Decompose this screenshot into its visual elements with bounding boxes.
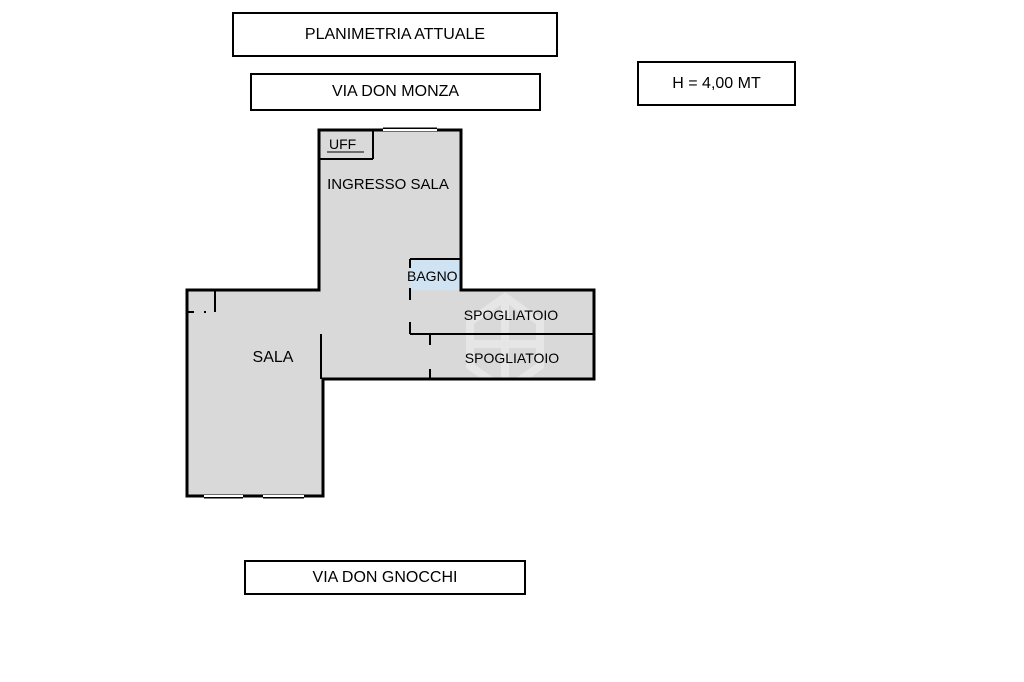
street-label-bottom: VIA DON GNOCCHI bbox=[244, 560, 526, 595]
room-label-ingresso-sala: INGRESSO SALA bbox=[327, 176, 449, 193]
openings bbox=[204, 129, 437, 497]
room-label-spogliatoio-1: SPOGLIATOIO bbox=[464, 307, 559, 323]
room-label-sala: SALA bbox=[253, 349, 294, 366]
street-label-top: VIA DON MONZA bbox=[250, 73, 541, 111]
height-note: H = 4,00 MT bbox=[637, 61, 796, 106]
room-label-bagno: BAGNO bbox=[407, 268, 458, 284]
bagno-fill bbox=[410, 259, 461, 290]
internal-walls bbox=[187, 130, 594, 379]
walls bbox=[185, 128, 596, 498]
room-label-spogliatoio-2: SPOGLIATOIO bbox=[465, 350, 560, 366]
watermark-logo bbox=[466, 292, 544, 396]
plan-title: PLANIMETRIA ATTUALE bbox=[232, 12, 558, 57]
room-label-uff: UFF bbox=[329, 136, 356, 152]
opening-edges bbox=[204, 127, 437, 499]
